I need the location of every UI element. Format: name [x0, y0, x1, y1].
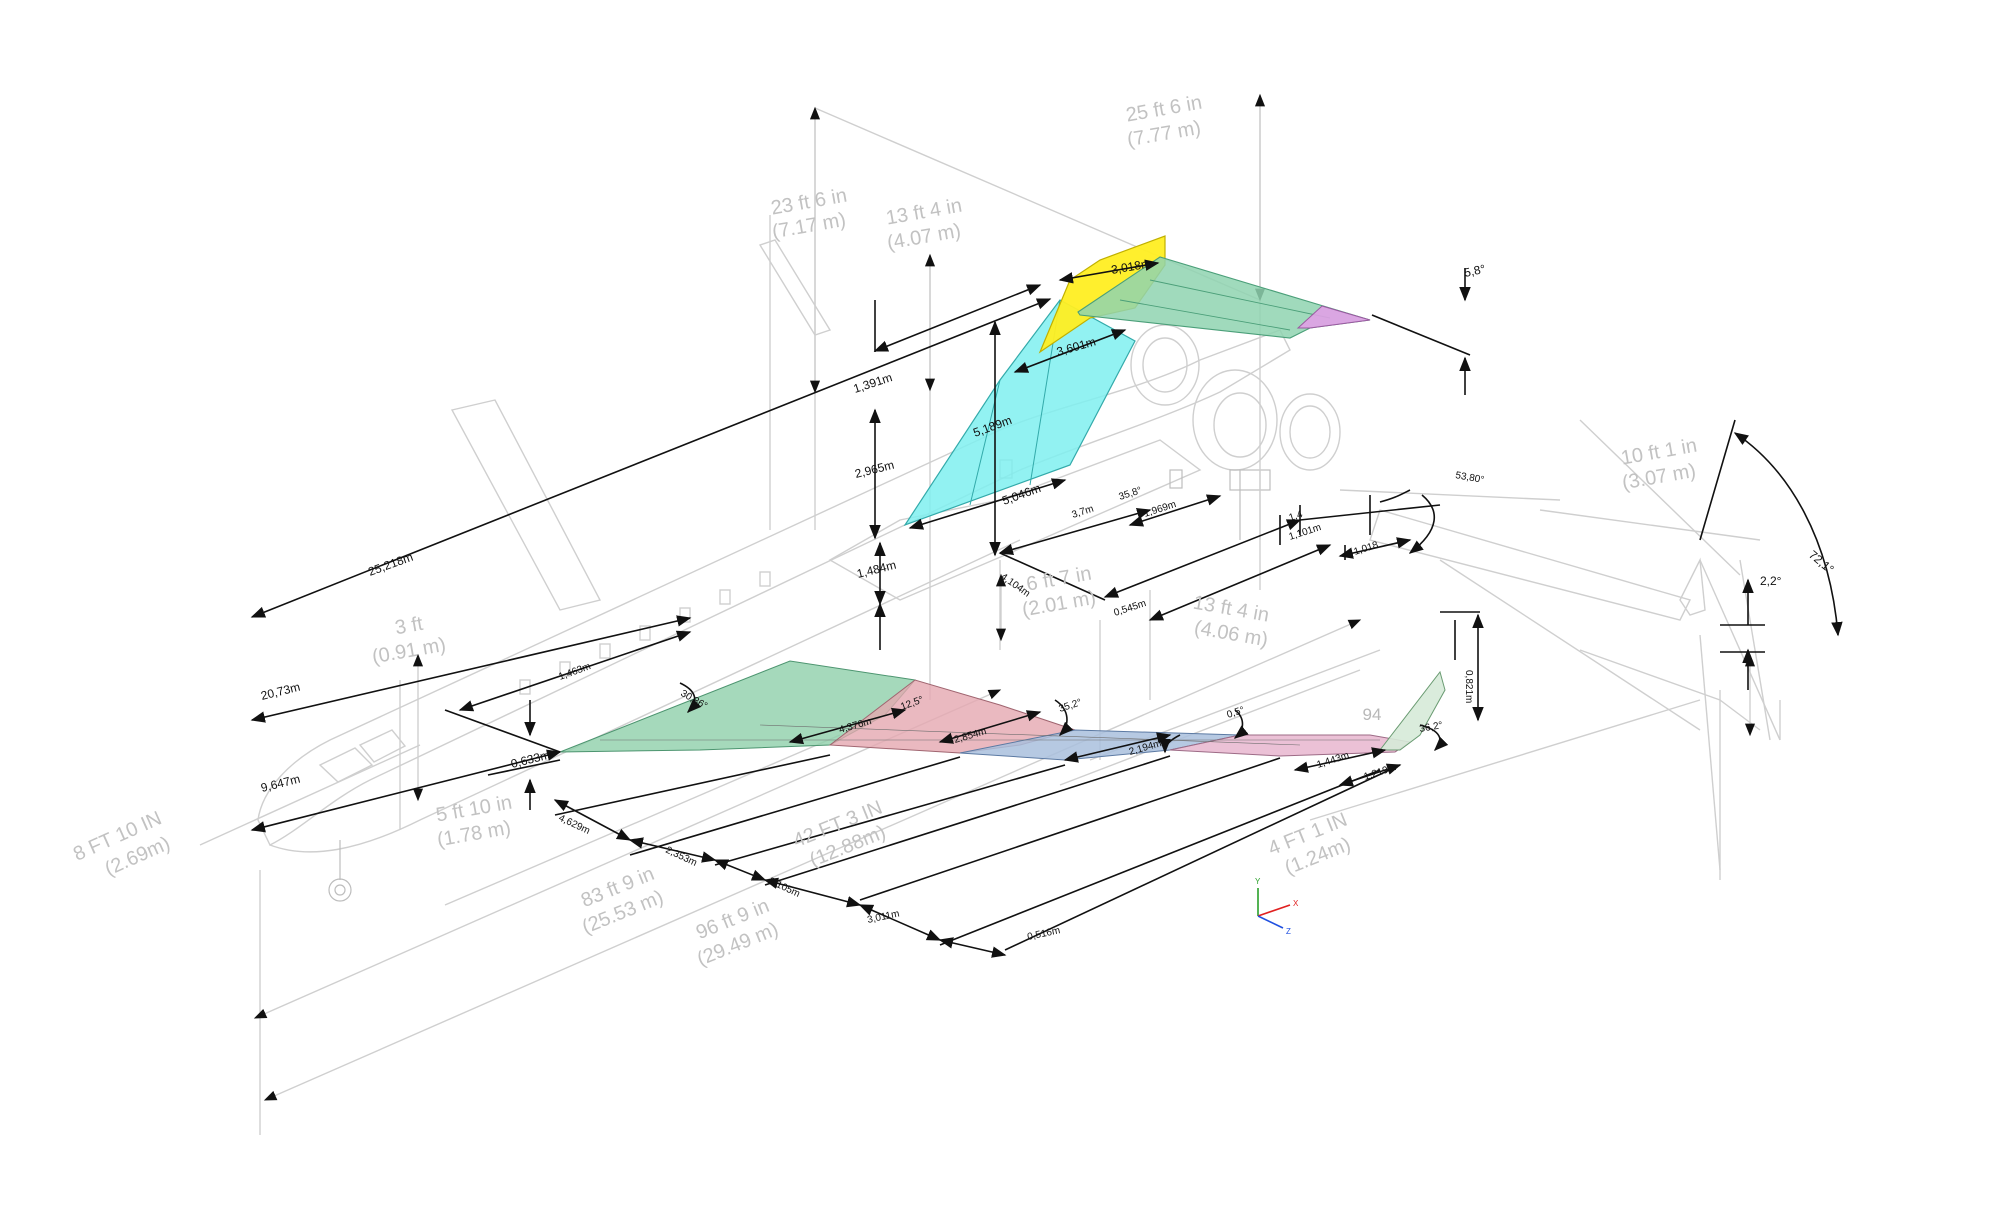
dim-stab-c4: 0,545m — [1113, 598, 1148, 619]
dim-wing-tip-angle: 36,2° — [1419, 720, 1444, 735]
dim-wing-thick: 0,633m — [509, 748, 551, 771]
ghost-height-dims — [412, 93, 1756, 802]
dim-rear-a: 1,4 — [1288, 509, 1305, 524]
ghost-vertical-tail — [450, 399, 602, 611]
ghost-aircraft-outline — [199, 95, 1781, 1135]
dim-tail-length: 25,218m — [366, 550, 415, 579]
axis-gizmo: Y X Z — [1255, 877, 1299, 936]
winglet — [1378, 670, 1446, 751]
ghost-length-lines — [199, 619, 1721, 1101]
dim-winglet: 0,821m — [1463, 670, 1474, 703]
cockpit-window-2 — [358, 729, 407, 763]
stabilizer-tip — [1296, 305, 1371, 329]
engine-nacelles — [1130, 324, 1341, 471]
dim-stab-dihedral: 5,8° — [1463, 262, 1487, 280]
dim-wing-angle-b: 35,2° — [1058, 697, 1084, 715]
axis-z-line — [1257, 915, 1284, 929]
ghost-far-wing — [1369, 509, 1692, 621]
dim-wing-s5: 2,353m — [664, 845, 699, 869]
dim-wing-tip-b: 1,219m — [1363, 762, 1398, 783]
dim-rear-sweep: 72,1° — [1806, 548, 1837, 577]
dim-wing-len-a: 20,73m — [259, 680, 301, 703]
dim-fin-base: 1,484m — [855, 558, 897, 581]
axis-x-label: X — [1293, 899, 1299, 908]
axis-z-label: Z — [1286, 927, 1291, 936]
cockpit-window — [318, 747, 374, 783]
dim-wing-len-b: 9,647m — [259, 772, 301, 795]
ghost-far-winglet — [1679, 557, 1706, 616]
dim-wing-s8: 0,516m — [1026, 925, 1061, 943]
ghost-dimension-frame — [259, 95, 1781, 1135]
axis-x-line — [1257, 904, 1291, 917]
nose-gear — [328, 840, 352, 902]
dimension-lines — [250, 259, 1843, 958]
dim-rear-b: 1,101m — [1288, 522, 1323, 543]
dim-stab-c3: 1,969m — [1143, 499, 1178, 520]
dim-rear-small: 2,2° — [1760, 574, 1782, 588]
dim-wing-angle-c: 0,5° — [1226, 705, 1246, 721]
small-number-label: 94 — [1363, 705, 1382, 724]
dim-fin-top-chord: 3,018m — [1110, 256, 1152, 277]
fuselage-width-ft: 3 ft — [393, 613, 425, 640]
dim-wing-root-chord: 1,463m — [557, 661, 592, 683]
dim-wing-s7: 3,011m — [866, 908, 900, 926]
fuselage-width-m: (0.91 m) — [370, 634, 447, 669]
axis-y-label: Y — [1255, 877, 1261, 886]
dim-rear-c: 1,018 — [1353, 540, 1381, 558]
dim-rear-angle: 53,80° — [1454, 470, 1485, 486]
dim-fin-height-b: 1,391m — [852, 370, 894, 396]
tail-surfaces — [903, 235, 1371, 527]
